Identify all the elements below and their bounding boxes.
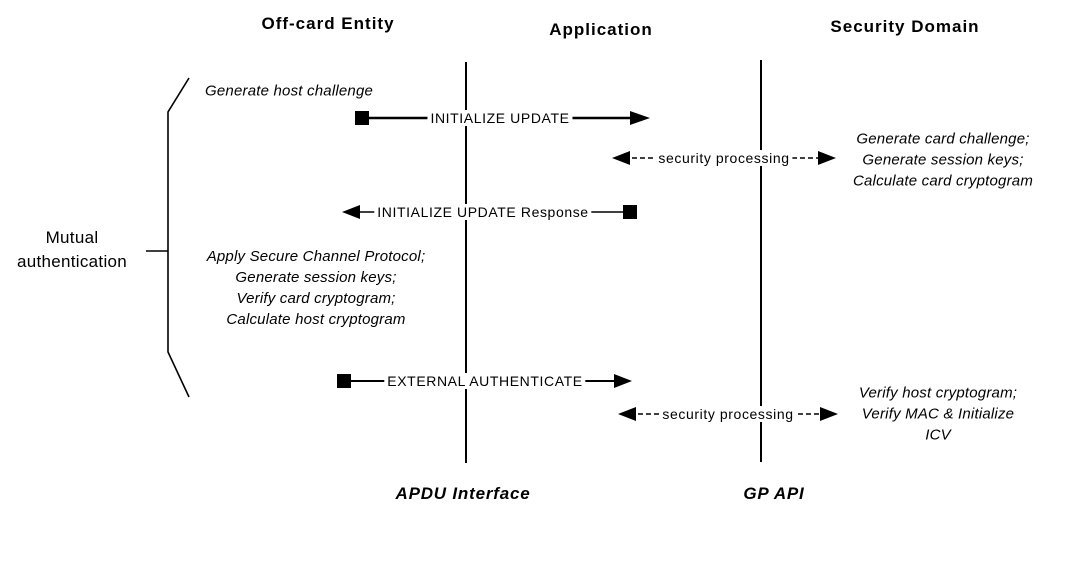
annotation-host-secure-channel: Apply Secure Channel Protocol; Generate …	[207, 246, 426, 330]
annotation-line: Apply Secure Channel Protocol;	[206, 248, 426, 265]
annotation-line: ICV	[925, 426, 951, 444]
annotation-card-initialize: Generate card challenge; Generate sessio…	[853, 129, 1033, 192]
lifeline-label-gp-api: GP API	[743, 484, 805, 503]
annotation-host-challenge: Generate host challenge	[205, 82, 374, 100]
annotation-line: Generate card challenge;	[856, 130, 1030, 148]
arrowhead-right-icon	[818, 151, 836, 165]
message-label-security-processing-1: security processing	[655, 150, 793, 166]
lifeline-label-apdu-interface: APDU Interface	[395, 484, 531, 503]
annotation-line: Generate session keys;	[862, 151, 1024, 169]
message-label-external-authenticate: EXTERNAL AUTHENTICATE	[384, 373, 586, 389]
message-origin-square-icon	[337, 374, 351, 388]
message-label-initialize-update-response: INITIALIZE UPDATE Response	[374, 204, 592, 220]
arrowhead-left-icon	[618, 407, 636, 421]
annotation-line: Verify MAC & Initialize	[861, 405, 1015, 423]
mutual-authentication-caption-line2: authentication	[16, 252, 128, 271]
annotation-line: Calculate host cryptogram	[226, 311, 406, 328]
annotation-card-authenticate: Verify host cryptogram; Verify MAC & Ini…	[859, 383, 1017, 446]
message-origin-square-icon	[623, 205, 637, 219]
column-header-off-card-entity: Off-card Entity	[261, 14, 395, 33]
column-header-security-domain: Security Domain	[830, 17, 980, 36]
mutual-authentication-caption-line1: Mutual	[45, 228, 99, 247]
arrowhead-right-icon	[820, 407, 838, 421]
arrowhead-right-icon	[630, 111, 650, 125]
column-header-application: Application	[549, 20, 653, 39]
message-label-security-processing-2: security processing	[659, 406, 797, 422]
annotation-line: Verify card cryptogram;	[236, 290, 396, 307]
arrowhead-left-icon	[612, 151, 630, 165]
message-origin-square-icon	[355, 111, 369, 125]
arrowhead-left-icon	[342, 205, 360, 219]
annotation-line: Generate session keys;	[235, 269, 397, 286]
annotation-line: Calculate card cryptogram	[852, 172, 1034, 190]
mutual-authentication-caption: Mutual authentication	[17, 226, 127, 274]
mutual-authentication-brace	[167, 77, 190, 398]
annotation-line: Verify host cryptogram;	[858, 384, 1018, 402]
message-label-initialize-update: INITIALIZE UPDATE	[427, 110, 573, 126]
arrowhead-right-icon	[614, 374, 632, 388]
